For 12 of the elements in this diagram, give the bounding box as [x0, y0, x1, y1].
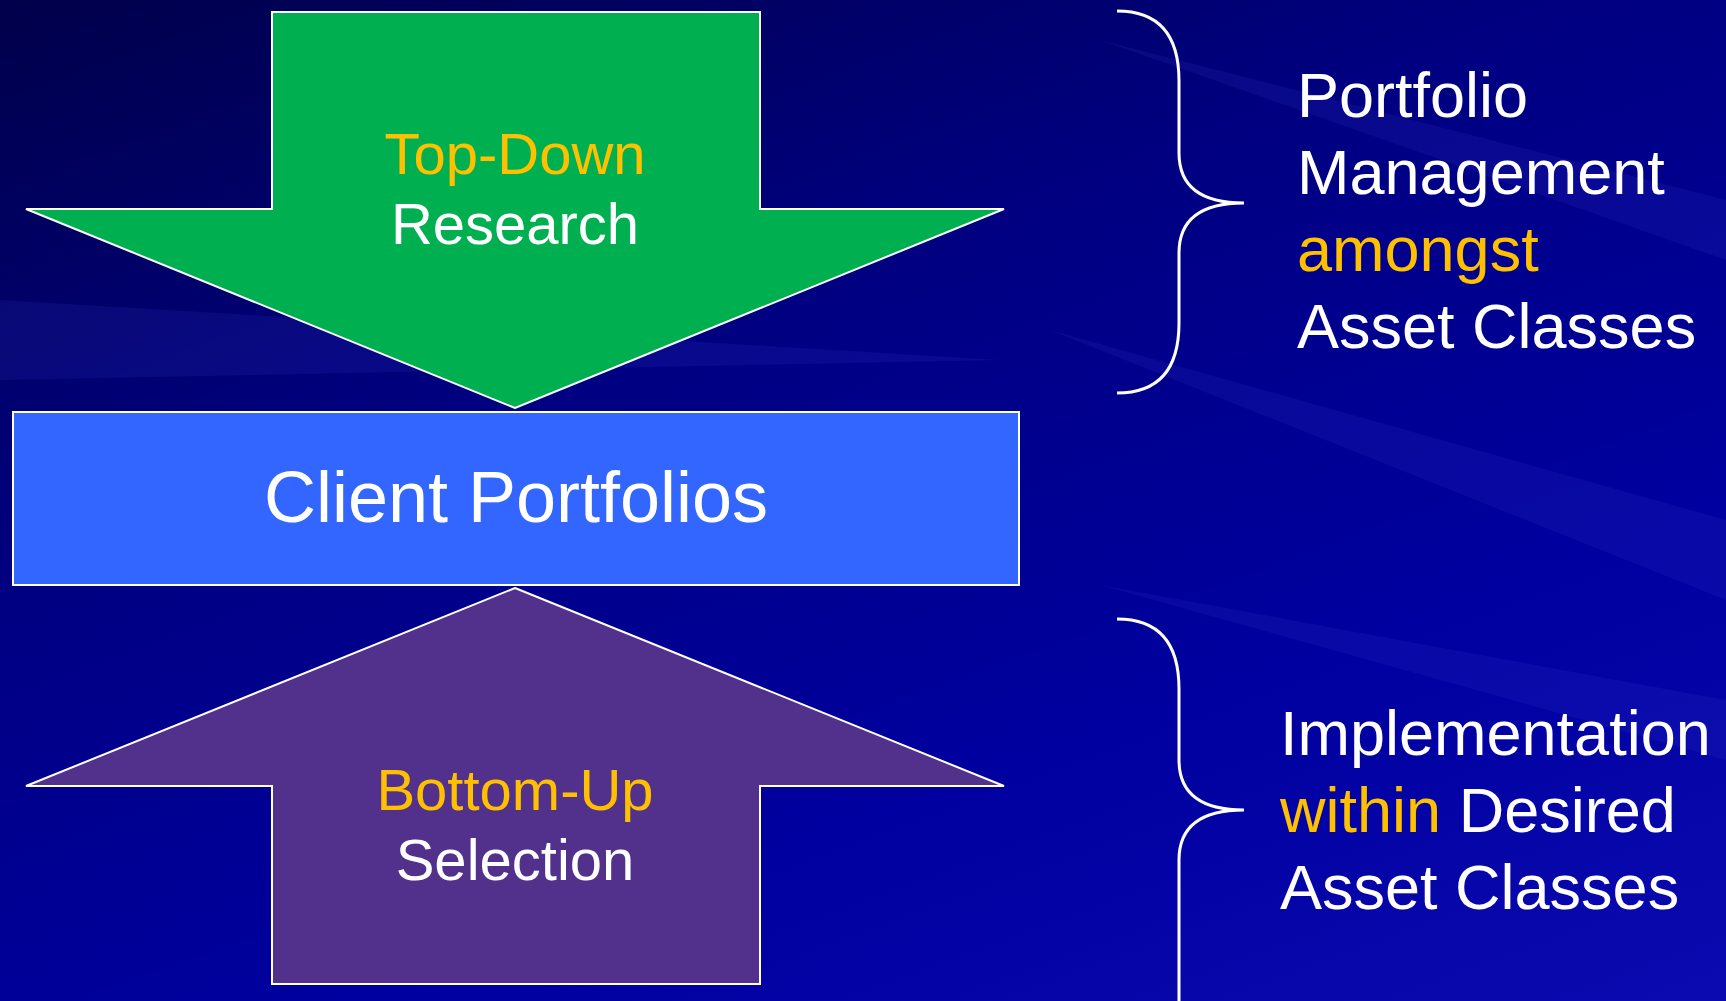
highlighted-word: amongst [1297, 213, 1539, 286]
side-note: Desired [1458, 774, 1676, 847]
arrow-heading: Bottom-Up [376, 757, 654, 822]
box-label: Client Portfolios [263, 457, 769, 537]
arrow-label: Research [390, 191, 640, 256]
highlighted-word: within [1280, 774, 1442, 847]
side-note: Portfolio Management [1297, 59, 1666, 209]
side-note: Implementation [1280, 697, 1711, 770]
side-note: Asset Classes [1280, 851, 1680, 924]
arrow-label: Selection [395, 827, 635, 892]
arrow-heading: Top-Down [384, 121, 646, 186]
side-note: Asset Classes [1297, 290, 1697, 363]
